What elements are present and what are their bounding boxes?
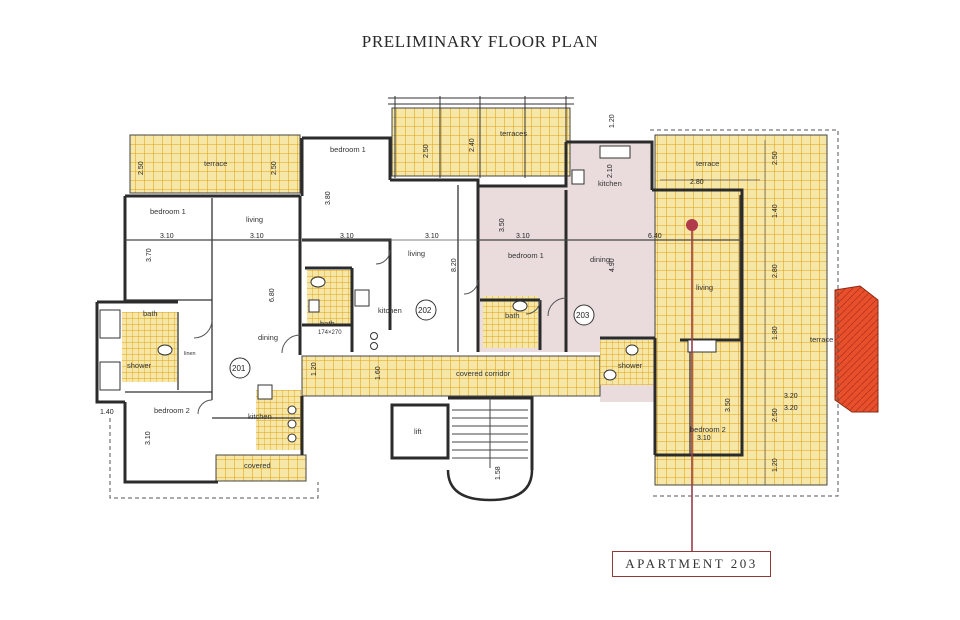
dim-label: 3.10 (516, 233, 530, 240)
room-label-terrace-left: terrace (204, 159, 227, 168)
dim-label: 3.10 (697, 435, 711, 442)
room-label-bedroom2-201: bedroom 2 (154, 406, 190, 415)
apartment-number-circles (229, 299, 595, 379)
room-label-terraces-top: terraces (500, 129, 527, 138)
page-title: PRELIMINARY FLOOR PLAN (361, 32, 599, 51)
covered-bottom (215, 454, 307, 482)
dim-label: 1.20 (311, 362, 318, 376)
dim-label: 1.20 (772, 458, 779, 472)
dim-label: 2.40 (469, 138, 476, 152)
balcony-outline (109, 129, 839, 499)
room-label-covered-corridor: covered corridor (456, 369, 511, 378)
interior-walls (125, 185, 742, 455)
room-label-kitchen-202: kitchen (378, 306, 402, 315)
dim-label: 2.50 (772, 408, 779, 422)
dimension-lines (125, 140, 766, 485)
room-label-bedroom1-203: bedroom 1 (508, 251, 544, 260)
dim-label: 1.60 (375, 366, 382, 380)
apartment-number-202: 202 (418, 306, 432, 315)
door-swings (193, 249, 567, 415)
pergola (388, 96, 574, 178)
room-label-linen-201: linen (184, 351, 196, 357)
dim-label: 3.10 (425, 233, 439, 240)
dim-label: 3.70 (146, 248, 153, 262)
apartment-number-203: 203 (576, 311, 590, 320)
room-label-living-201: living (246, 215, 263, 224)
dim-label: 3.10 (340, 233, 354, 240)
dim-label: 3.50 (499, 218, 506, 232)
room-label-shower-201: shower (127, 361, 152, 370)
leader-marker (686, 219, 698, 231)
room-label-living-203: living (696, 283, 713, 292)
room-label-bath-202: bath (320, 319, 335, 328)
room-label-lift: lift (414, 427, 422, 436)
dim-label: 3.20 (784, 393, 798, 400)
wet-area-203 (483, 296, 538, 348)
dim-label: 3.20 (784, 405, 798, 412)
dim-label: 3.10 (250, 233, 264, 240)
roof-tiles (834, 285, 879, 413)
walls (95, 136, 744, 484)
dim-label: 2.80 (690, 179, 704, 186)
room-label-terrace-203: terrace (810, 335, 833, 344)
room-label-dining-201: dining (258, 333, 278, 342)
dim-label: 1.58 (495, 466, 502, 480)
dim-label: 3.50 (725, 398, 732, 412)
room-label-kitchen-203: kitchen (598, 179, 622, 188)
room-label-bedroom1-top: bedroom 1 (330, 145, 366, 154)
terrace-left (129, 134, 301, 194)
dim-label: 2.50 (138, 161, 145, 175)
dim-label: 8.20 (451, 258, 458, 272)
room-label-bedroom1-201: bedroom 1 (150, 207, 186, 216)
dim-label: 2.50 (423, 144, 430, 158)
room-label-terrace-right: terrace (696, 159, 719, 168)
dim-label: 1.40 (100, 409, 114, 416)
dim-label: 1.40 (772, 204, 779, 218)
dim-label: 2.80 (772, 264, 779, 278)
dim-label: 3.10 (160, 233, 174, 240)
apartment-callout-label: APARTMENT 203 (612, 551, 771, 577)
dim-label: 3.10 (145, 431, 152, 445)
dim-label: 2.10 (607, 164, 614, 178)
dim-label: 2.50 (772, 151, 779, 165)
room-label-bath-202-size: 174×270 (318, 330, 342, 336)
dim-label: 3.80 (325, 191, 332, 205)
stairs (452, 398, 528, 468)
room-label-bedroom2-203: bedroom 2 (690, 425, 726, 434)
dim-label: 6.40 (648, 233, 662, 240)
room-label-shower-203: shower (618, 361, 643, 370)
room-label-dining-203: dining (590, 255, 610, 264)
dim-label: 1.20 (609, 114, 616, 128)
dim-label: 1.80 (772, 326, 779, 340)
room-label-kitchen-201: kitchen (248, 412, 272, 421)
dim-label: 6.80 (269, 288, 276, 302)
covered-corridor (301, 355, 601, 397)
dim-label: 4.90 (609, 258, 616, 272)
room-label-living-202: living (408, 249, 425, 258)
room-label-bath-203: bath (505, 311, 520, 320)
terraces-top (391, 107, 571, 177)
dim-label: 2.50 (271, 161, 278, 175)
room-label-bath-201: bath (143, 309, 158, 318)
stair-curve (446, 469, 534, 502)
apartment-number-201: 201 (232, 364, 246, 373)
room-label-covered-201: covered (244, 461, 271, 470)
fixtures (99, 145, 717, 443)
